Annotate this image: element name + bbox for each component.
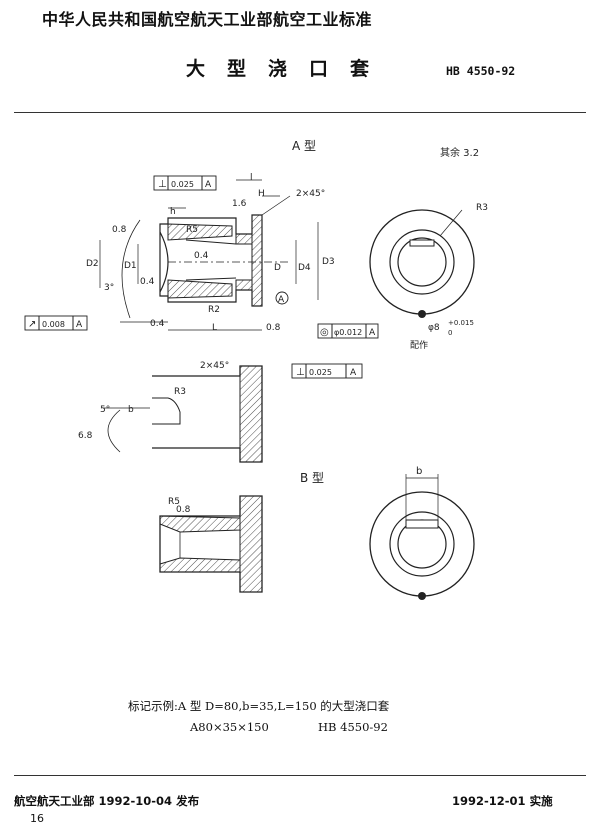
type-b-label: B 型	[300, 471, 324, 485]
svg-text:l: l	[250, 173, 253, 183]
svg-text:0.025: 0.025	[309, 368, 332, 377]
svg-text:⊥: ⊥	[158, 179, 167, 190]
svg-text:R5: R5	[186, 225, 198, 235]
svg-text:0: 0	[448, 329, 452, 337]
dim-b-label: b	[416, 466, 422, 477]
svg-text:0.008: 0.008	[42, 320, 65, 329]
svg-text:φ8: φ8	[428, 323, 440, 333]
svg-text:φ0.012: φ0.012	[334, 328, 362, 337]
svg-text:0.8: 0.8	[112, 225, 127, 235]
svg-text:6.8: 6.8	[78, 431, 93, 441]
svg-text:R2: R2	[208, 305, 220, 315]
svg-text:3°: 3°	[104, 283, 114, 293]
marking-example-std: HB 4550-92	[318, 720, 388, 734]
svg-text:A: A	[76, 320, 83, 330]
svg-text:0.4: 0.4	[194, 251, 209, 261]
svg-text:A: A	[205, 180, 212, 190]
svg-text:0.8: 0.8	[176, 505, 191, 515]
header-rule	[14, 112, 586, 113]
svg-text:L: L	[212, 323, 217, 333]
svg-text:0.025: 0.025	[171, 180, 194, 189]
type-b-section	[159, 495, 263, 593]
type-a-labels: l H h 2×45° R3 R5 R2 L D D2 D1 D4 D3 3° …	[86, 173, 488, 333]
svg-text:↗: ↗	[28, 319, 36, 330]
svg-text:0.4: 0.4	[140, 277, 155, 287]
svg-text:D1: D1	[124, 261, 137, 271]
footer-issuer: 航空航天工业部 1992-10-04 发布	[14, 794, 200, 808]
svg-text:D: D	[274, 263, 281, 273]
svg-text:R5: R5	[168, 497, 180, 507]
svg-text:H: H	[258, 189, 265, 199]
svg-text:1.6: 1.6	[232, 199, 247, 209]
remaining-roughness: 其余 3.2	[440, 146, 479, 159]
svg-text:0.4: 0.4	[150, 319, 165, 329]
svg-text:0.8: 0.8	[266, 323, 281, 333]
document-title: 大型浇口套	[186, 58, 392, 80]
type-b-end-view	[369, 474, 475, 600]
svg-text:5°: 5°	[100, 405, 110, 415]
standard-number: HB 4550-92	[446, 64, 516, 78]
radius-r3-b: R3	[174, 387, 186, 397]
pin-hole-note: φ8 +0.015 0 配作	[410, 319, 474, 351]
svg-text:b: b	[128, 405, 134, 415]
svg-text:D4: D4	[298, 263, 311, 273]
type-a-detail	[104, 365, 263, 463]
svg-text:2×45°: 2×45°	[296, 189, 325, 199]
type-a-section	[121, 214, 290, 319]
footer-rule	[14, 775, 586, 776]
svg-text:D3: D3	[322, 257, 335, 267]
chamfer-label-2: 2×45°	[200, 361, 229, 371]
svg-text:◎: ◎	[320, 327, 329, 338]
svg-text:A: A	[369, 328, 376, 338]
svg-text:R3: R3	[476, 203, 488, 213]
svg-text:h: h	[170, 207, 176, 217]
tol-frame-coaxiality: ◎ φ0.012 A	[317, 323, 379, 339]
type-a-dimensions	[99, 179, 319, 331]
footer-effective: 1992-12-01 实施	[452, 794, 553, 808]
header-organization: 中华人民共和国航空航天工业部航空工业标准	[42, 10, 373, 29]
page-number: 16	[30, 812, 44, 825]
marking-example-mark: A80×35×150	[190, 720, 269, 734]
marking-example-line1: 标记示例:A 型 D=80,b=35,L=150 的大型浇口套	[128, 699, 390, 713]
type-a-label: A 型	[292, 139, 316, 153]
tol-frame-perp-1: ⊥ 0.025 A	[153, 175, 217, 191]
svg-text:A: A	[350, 368, 357, 378]
tol-frame-perp-2: ⊥ 0.025 A	[291, 363, 363, 379]
tol-frame-runout: ↗ 0.008 A	[24, 315, 88, 331]
datum-a-marker	[275, 291, 289, 305]
svg-text:D2: D2	[86, 259, 99, 269]
technical-drawing: A 型 ⊥ 0.025 A ↗	[24, 139, 488, 600]
svg-text:+0.015: +0.015	[448, 319, 474, 327]
svg-text:A: A	[278, 295, 285, 305]
svg-text:配作: 配作	[410, 339, 428, 351]
type-a-end-view	[369, 209, 475, 318]
svg-text:⊥: ⊥	[296, 367, 305, 378]
